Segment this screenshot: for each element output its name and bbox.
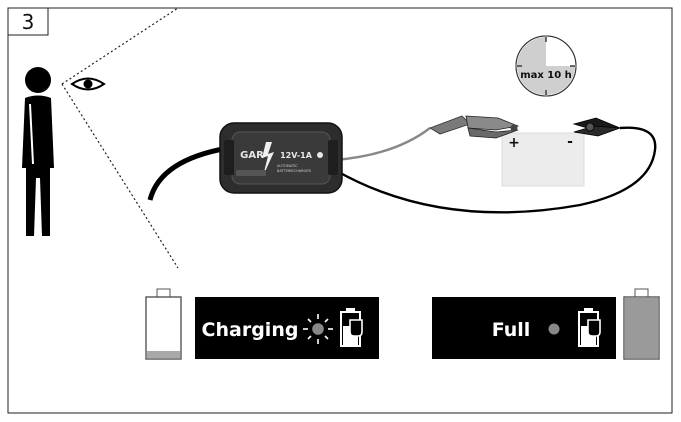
car-battery: + - <box>501 132 585 187</box>
view-cone <box>61 7 179 269</box>
charger-brand: GAR <box>240 150 264 161</box>
full-battery-icon <box>623 288 660 360</box>
lightning-icon <box>262 142 274 176</box>
positive-clamp-icon <box>429 115 520 139</box>
positive-terminal-label: + <box>508 135 520 151</box>
battery-charger-device: GAR 12V-1A AUTOMATIC BATTERIECHARGER <box>219 122 343 194</box>
full-label: Full <box>492 319 531 341</box>
eye-icon <box>70 77 106 91</box>
charger-led-icon <box>317 152 323 158</box>
low-battery-icon <box>145 288 182 360</box>
battery-plug-icon <box>340 308 363 347</box>
step-number-box: 3 <box>7 7 49 36</box>
steady-led-icon <box>548 323 560 335</box>
charger-subtitle-1: AUTOMATIC <box>277 164 298 168</box>
charger-subtitle-2: BATTERIECHARGER <box>277 169 311 173</box>
charging-status-panel: Charging <box>195 297 379 359</box>
battery-plug-icon-full <box>578 308 601 347</box>
person-icon <box>22 67 54 236</box>
full-status-panel: Full <box>432 297 616 359</box>
timer-label: max 10 h <box>520 70 572 81</box>
step-number: 3 <box>22 10 35 34</box>
negative-terminal-label: - <box>567 134 573 150</box>
timer-clock-icon: max 10 h <box>515 35 577 97</box>
charger-cables <box>147 126 657 214</box>
charging-label: Charging <box>202 319 299 341</box>
negative-clamp-icon <box>572 117 621 137</box>
blinking-led-icon <box>303 314 333 344</box>
charger-model: 12V-1A <box>280 151 313 160</box>
